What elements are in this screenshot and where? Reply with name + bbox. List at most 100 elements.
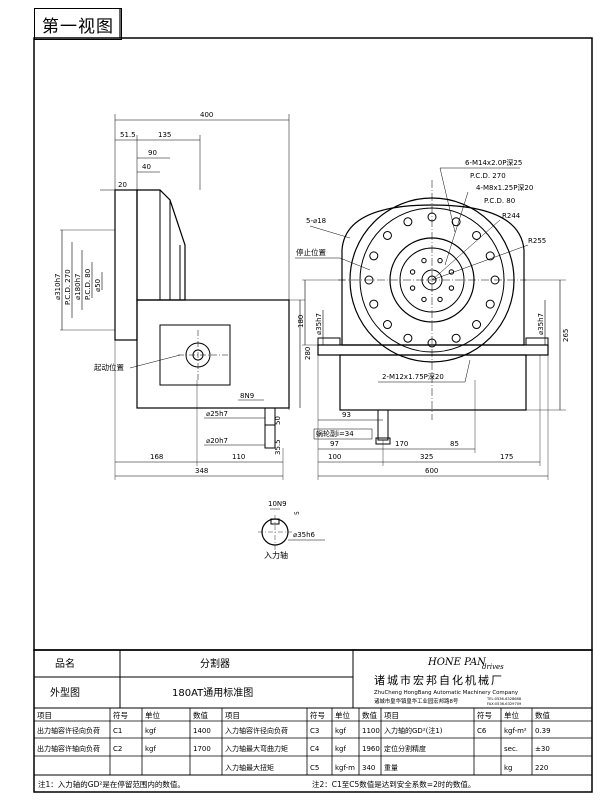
dim-348: 348 [195, 467, 208, 475]
table-cell: 入力轴最大扭矩 [225, 763, 274, 772]
table-header: 符号 [113, 710, 128, 720]
table-cell: 入力轴最大弯曲力矩 [225, 744, 288, 753]
table-cell: kgf [145, 727, 156, 735]
dim-dia-310: ⌀310h7 [54, 274, 62, 300]
dim-93: 93 [342, 411, 351, 419]
dim-pcd-80: P.C.D. 80 [84, 269, 92, 300]
shaft-dim-5: 5 [294, 511, 301, 515]
bolt-hole [448, 285, 455, 291]
dim-dia-35-left: ⌀35h7 [315, 313, 323, 335]
dim-400: 400 [200, 111, 213, 119]
bolt-hole [427, 212, 437, 222]
table-cell: 1100 [362, 727, 380, 735]
table-header: 单位 [145, 710, 160, 720]
drawing-name: 180AT通用标准图 [172, 687, 253, 699]
bolt-hole [382, 230, 392, 240]
title-block [33, 649, 593, 793]
bolt-hole [472, 320, 482, 330]
callout-5-dia18: 5-⌀18 [306, 217, 326, 225]
drawing-frame [33, 37, 593, 651]
dim-dia-20: ⌀20h7 [206, 437, 228, 445]
dim-50: 50 [274, 416, 282, 425]
table-cell: 入力轴容许径向负荷 [225, 726, 288, 735]
table-cell: kgf-m [335, 764, 355, 772]
input-shaft-detail: 10N9 5 ⌀35h6 入力轴 [258, 500, 325, 560]
table-cell: C5 [310, 764, 319, 772]
note-2: 注2：C1至C5数值是达到安全系数=2时的数值。 [312, 779, 475, 789]
bolt-hole [421, 296, 427, 303]
brand-name: HONE PAN [427, 657, 487, 668]
table-cell: kg [504, 764, 513, 772]
front-view: 6-M14x2.0P深25 P.C.D. 270 4-M8x1.25P深20 P… [295, 158, 570, 480]
outline-label: 外型图 [50, 686, 80, 699]
table-cell: 1960 [362, 745, 380, 753]
table-header: 数值 [362, 710, 377, 720]
table-cell: kgf [335, 745, 346, 753]
dim-dia-180: ⌀180h7 [74, 274, 82, 300]
table-header: 数值 [193, 710, 208, 720]
dim-265: 265 [562, 329, 570, 342]
dim-110: 110 [232, 453, 245, 461]
dim-135: 135 [158, 131, 171, 139]
dim-97: 97 [330, 440, 339, 448]
table-header: 单位 [504, 710, 519, 720]
table-cell: C3 [310, 727, 319, 735]
bolt-hole [427, 338, 437, 348]
bolt-hole [437, 296, 443, 303]
table-cell: kgf [145, 745, 156, 753]
table-cell: 定位分割精度 [384, 744, 426, 753]
table-cell: 220 [535, 764, 548, 772]
table-header: 项目 [225, 711, 240, 720]
table-cell: kgf-m² [504, 727, 527, 735]
bolt-hole [409, 269, 416, 275]
dim-90: 90 [148, 149, 157, 157]
dim-170: 170 [395, 440, 408, 448]
dim-168: 168 [150, 453, 163, 461]
company-tel: TEL:0536-6328688 [486, 697, 522, 701]
callout-r255: R255 [528, 237, 546, 245]
table-cell: 1700 [193, 745, 211, 753]
dim-325: 325 [420, 453, 433, 461]
dim-dia-25: ⌀25h7 [206, 410, 228, 418]
table-header: 项目 [37, 711, 52, 720]
view-title: 第一视图 [34, 8, 122, 40]
brand-suffix: drives [482, 663, 504, 671]
table-cell: ±30 [535, 745, 550, 753]
bolt-hole [409, 285, 416, 291]
dim-dia-35-right: ⌀35h7 [537, 313, 545, 335]
callout-4-m8: 4-M8x1.25P深20 [476, 183, 533, 192]
dim-600: 600 [425, 467, 438, 475]
stop-position-label: 停止位置 [296, 247, 326, 257]
bolt-hole [421, 257, 427, 264]
bolt-hole [403, 333, 413, 343]
note-1: 注1：入力轴的GD²是在停留范围内的数值。 [38, 779, 185, 789]
bolt-hole [485, 299, 495, 309]
product-name: 分割器 [200, 657, 230, 670]
dim-35-5: 35.5 [274, 439, 282, 455]
shaft-key-10n9: 10N9 [268, 500, 287, 508]
company-name-cn: 诸城市宏邦自化机械厂 [374, 673, 504, 687]
dim-20: 20 [118, 181, 127, 189]
bolt-ring-outer [364, 212, 500, 348]
dim-180-front: 180 [297, 315, 305, 328]
dim-100: 100 [328, 453, 341, 461]
bolt-hole [403, 217, 413, 227]
callout-pcd-270: P.C.D. 270 [470, 172, 506, 180]
table-cell: 1400 [193, 727, 211, 735]
table-cell: C6 [477, 727, 487, 735]
product-name-label: 品名 [55, 657, 75, 670]
bolt-hole [369, 251, 379, 261]
dim-51-5: 51.5 [120, 131, 136, 139]
dim-40: 40 [142, 163, 151, 171]
callout-pcd-80: P.C.D. 80 [484, 197, 515, 205]
table-cell: C4 [310, 745, 320, 753]
table-cell: C1 [113, 727, 122, 735]
input-shaft-label: 入力轴 [264, 550, 288, 560]
company-fax: FAX:0536-6329709 [487, 702, 522, 706]
bolt-hole [451, 333, 461, 343]
table-cell: 入力轴的GD²(注1) [384, 726, 443, 735]
bolt-hole [472, 230, 482, 240]
dim-85: 85 [450, 440, 459, 448]
table-header: 项目 [384, 711, 399, 720]
